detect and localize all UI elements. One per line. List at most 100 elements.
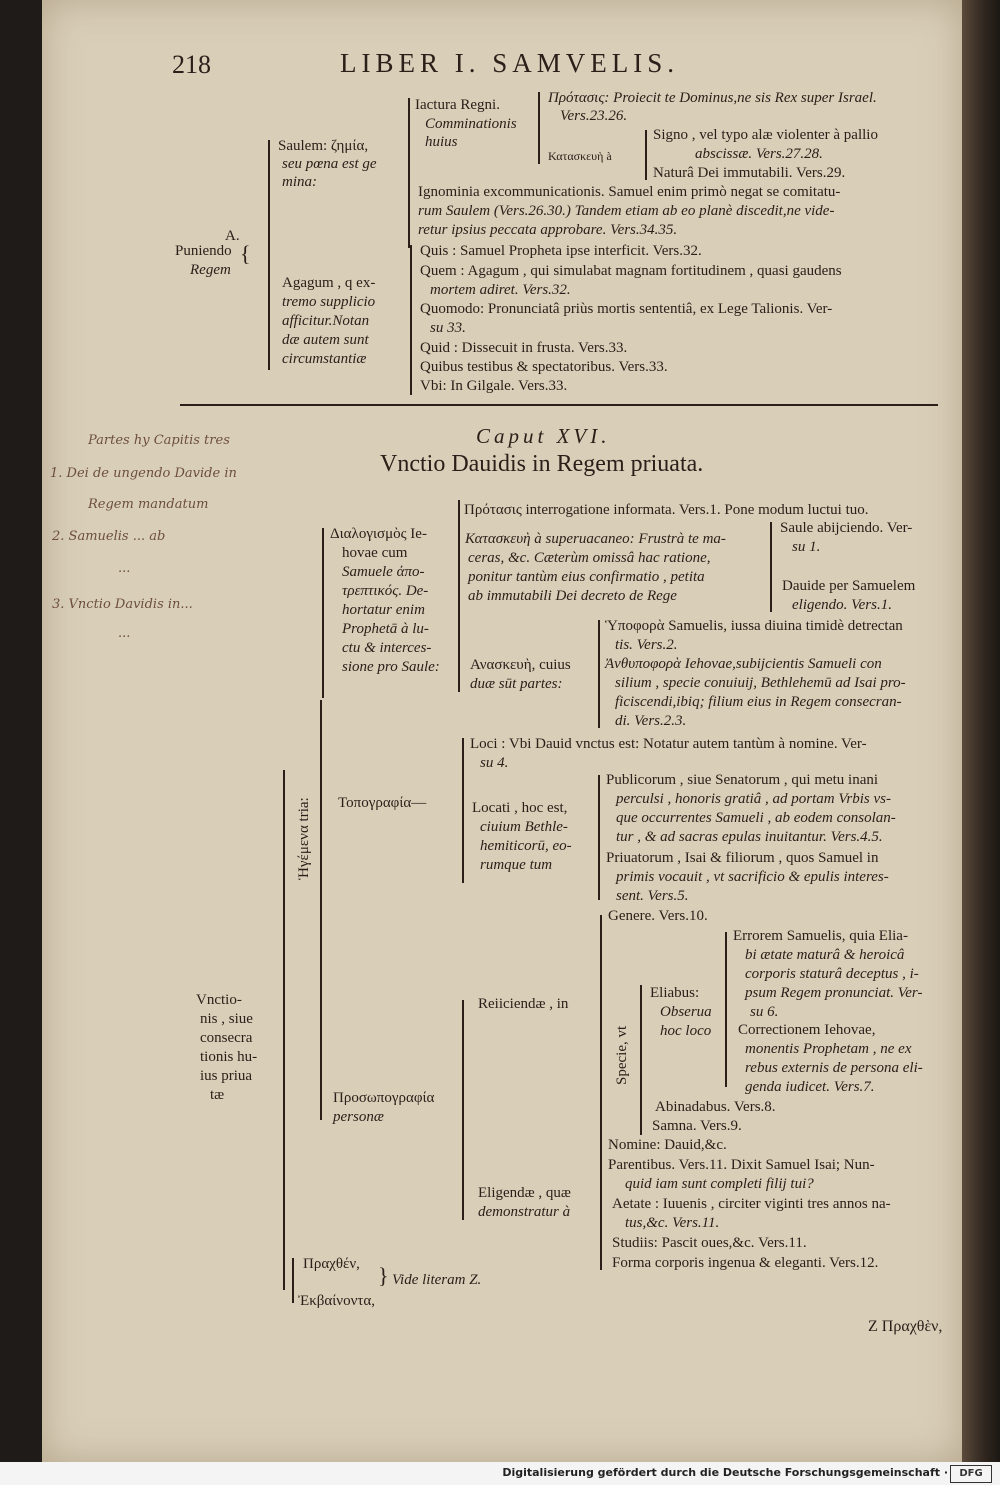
- text: primis vocauit , vt sacrificio & epulis …: [616, 869, 889, 885]
- text: Eliabus:: [650, 985, 700, 1001]
- text: Eligendæ , quæ: [478, 1185, 571, 1201]
- text: abscissæ. Vers.27.28.: [695, 146, 823, 162]
- page-number: 218: [172, 50, 211, 79]
- section-rule: [180, 404, 938, 406]
- text: Quis : Samuel Propheta ipse interficit. …: [420, 243, 702, 259]
- text: Forma corporis ingenua & eleganti. Vers.…: [612, 1255, 879, 1271]
- text: Ἀνθυποφορὰ Iehovae,subijcientis Samueli …: [605, 656, 882, 672]
- text: psum Regem pronunciat. Ver-: [745, 985, 923, 1001]
- text: su 1.: [792, 539, 821, 555]
- bracket-line: [598, 775, 600, 900]
- text: τρεπτικός. De-: [342, 583, 429, 599]
- text: Ignominia excommunicationis. Samuel enim…: [418, 184, 841, 200]
- text: Ανασκευὴ, cuius: [470, 657, 571, 673]
- brace: {: [240, 241, 251, 266]
- text: retur ipsius peccata approbare. Vers.34.…: [418, 222, 678, 238]
- text: Πραχθέν,: [303, 1256, 360, 1272]
- text: Abinadabus. Vers.8.: [655, 1099, 776, 1115]
- running-title: LIBER I. SAMVELIS.: [340, 48, 679, 78]
- text: rum Saulem (Vers.26.30.) Tandem etiam ab…: [418, 203, 835, 219]
- text: duæ sūt partes:: [470, 676, 563, 692]
- text: Genere. Vers.10.: [608, 908, 708, 924]
- text: Κατασκευὴ à superuacaneo: Frustrà te ma-: [465, 531, 726, 547]
- text: Errorem Samuelis, quia Elia-: [733, 928, 908, 944]
- text: ficiscendi,ibiq; filium eius in Regem co…: [615, 694, 902, 710]
- text: Ἡγέμενα tria:: [296, 797, 312, 880]
- text: rebus externis de persona eli-: [745, 1060, 923, 1076]
- bracket-line: [598, 620, 600, 728]
- text: Prophetā à lu-: [342, 621, 429, 637]
- text: Διαλογισμὸς Ie-: [330, 526, 427, 542]
- text: Προσωπογραφία: [333, 1090, 435, 1106]
- text: Vers.23.26.: [560, 108, 628, 124]
- text: Priuatorum , Isai & filiorum , quos Samu…: [606, 850, 879, 866]
- text: Parentibus. Vers.11. Dixit Samuel Isai; …: [608, 1157, 875, 1173]
- bracket-line: [645, 130, 647, 180]
- dfg-logo: DFG: [950, 1465, 992, 1483]
- text: Quid : Dissecuit in frusta. Vers.33.: [420, 340, 628, 356]
- text: tur , & ad sacras epulas inuitantur. Ver…: [616, 829, 883, 845]
- chapter-title: Vnctio Dauidis in Regem priuata.: [380, 451, 704, 477]
- text: ctu & interces-: [342, 640, 432, 656]
- handwritten-note: 1. Dei de ungendo Davide in: [50, 466, 237, 481]
- text: Vbi: In Gilgale. Vers.33.: [420, 378, 568, 394]
- bracket-line: [322, 528, 324, 698]
- regem-label: Regem: [190, 262, 231, 278]
- text: consecra: [200, 1030, 253, 1046]
- text: tæ: [210, 1087, 225, 1103]
- text: que occurrentes Samueli , ab eodem conso…: [616, 810, 896, 826]
- text: Vnctio-: [196, 992, 242, 1008]
- text: ab immutabili Dei decreto de Rege: [468, 588, 677, 604]
- text: su 4.: [480, 755, 509, 771]
- book-spine: [962, 0, 1000, 1462]
- text: Quem : Agagum , qui simulabat magnam for…: [420, 263, 842, 279]
- text: Dauide per Samuelem: [782, 578, 916, 594]
- text: Aetate : Iuuenis , circiter viginti tres…: [612, 1196, 891, 1212]
- bracket-line: [458, 500, 460, 692]
- bracket-line: [410, 245, 412, 395]
- bracket-line: [462, 738, 464, 883]
- bracket-line: [408, 98, 410, 248]
- text: nis , siue: [200, 1011, 253, 1027]
- bracket-line: [600, 915, 602, 1140]
- text: circumstantiæ: [282, 351, 367, 367]
- handwritten-note: Regem mandatum: [88, 497, 209, 512]
- bracket-line: [725, 932, 727, 1087]
- text: eligendo. Vers.1.: [792, 597, 892, 613]
- text: mortem adiret. Vers.32.: [430, 282, 571, 298]
- text: rumque tum: [480, 857, 553, 873]
- text: Samuele ἀπο-: [342, 564, 425, 580]
- text: tis. Vers.2.: [615, 637, 678, 653]
- text: Quibus testibus & spectatoribus. Vers.33…: [420, 359, 668, 375]
- brace: }: [378, 1263, 389, 1288]
- text: bi ætate maturâ & heroicâ: [745, 947, 905, 963]
- text: Iactura Regni.: [415, 97, 500, 113]
- text: Κατασκευὴ à: [548, 149, 612, 163]
- bracket-line: [600, 1140, 602, 1270]
- bracket-line: [268, 140, 270, 370]
- text: ius priua: [200, 1068, 253, 1084]
- text: Quomodo: Pronunciatâ priùs mortis senten…: [420, 301, 833, 317]
- text: Obserua: [660, 1004, 712, 1020]
- digitization-footer: Digitalisierung gefördert durch die Deut…: [0, 1462, 1000, 1485]
- text: tremo supplicio: [282, 294, 376, 310]
- text: dæ autem sunt: [282, 332, 369, 348]
- text: ceras, &c. Cæterùm omissâ hac ratione,: [468, 550, 711, 566]
- chapter-heading: Caput XVI.: [476, 424, 611, 448]
- text: Agagum , q ex-: [282, 275, 376, 291]
- text: Πρότασις: Proiecit te Dominus,ne sis Rex…: [548, 90, 877, 106]
- text: Correctionem Iehovae,: [738, 1022, 876, 1038]
- scan-left-edge: [0, 0, 42, 1462]
- text: silium , specie conuiuij, Bethlehemū ad …: [615, 675, 906, 691]
- catchword: Z Πραχθὲν,: [868, 1318, 943, 1335]
- bracket-line: [292, 1258, 294, 1303]
- text: Nomine: Dauid,&c.: [608, 1137, 727, 1153]
- bracket-line: [462, 1000, 464, 1220]
- text: monentis Prophetam , ne ex: [745, 1041, 912, 1057]
- text: hemiticorū, eo-: [480, 838, 572, 854]
- text: tionis hu-: [200, 1049, 258, 1065]
- text: Ὑποφορὰ Samuelis, iussa diuina timidè de…: [605, 618, 903, 634]
- text: hortatur enim: [342, 602, 425, 618]
- text: sione pro Saule:: [342, 659, 440, 675]
- text: hoc loco: [660, 1023, 712, 1039]
